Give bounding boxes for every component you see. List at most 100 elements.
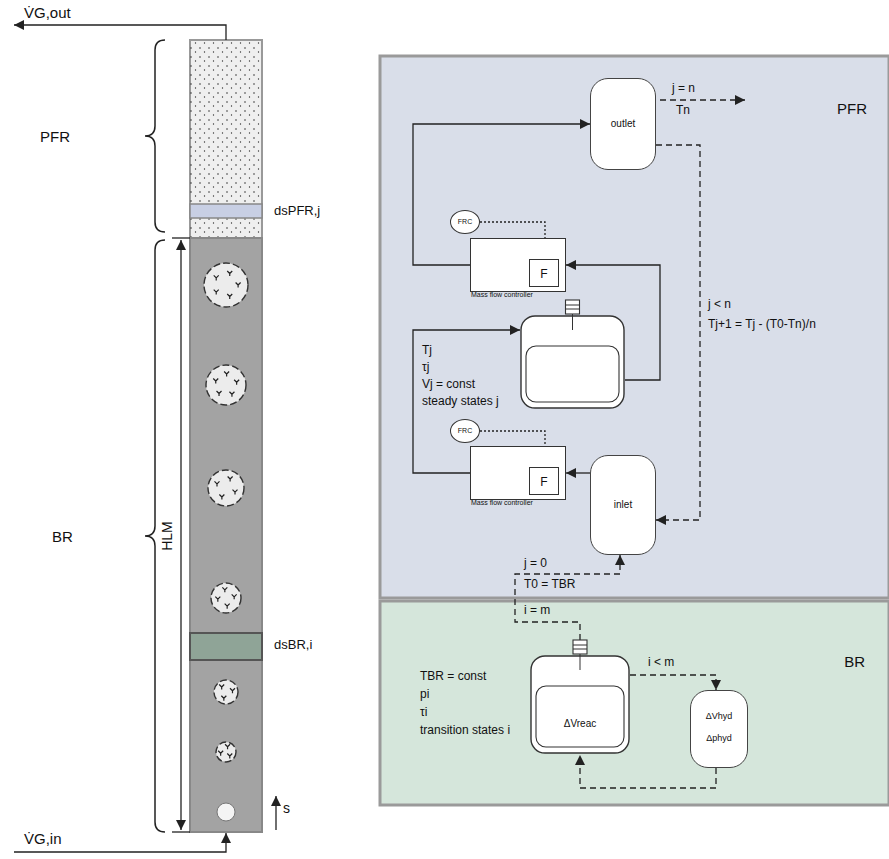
microorganism bbox=[213, 379, 218, 384]
annotation-label: Tj+1 = Tj - (T0-Tn)/n bbox=[708, 318, 816, 332]
pfr-slice bbox=[190, 204, 262, 218]
dimension-lines bbox=[14, 25, 745, 852]
coordinate-arrow bbox=[275, 796, 276, 830]
node-note: TBR = const bbox=[420, 670, 486, 684]
node-label: ΔVhyd bbox=[691, 711, 747, 721]
microorganism bbox=[233, 490, 238, 495]
microorganism bbox=[227, 294, 232, 299]
gas-bubble bbox=[206, 365, 246, 405]
microorganism bbox=[224, 372, 229, 377]
microorganism bbox=[229, 392, 234, 397]
gas-bubble bbox=[214, 680, 238, 704]
panel-title: PFR bbox=[837, 100, 867, 117]
connector bbox=[515, 555, 620, 640]
annotation-label: HLM bbox=[159, 521, 175, 551]
annotation-label: dsBR,i bbox=[274, 638, 312, 653]
microorganism bbox=[217, 391, 222, 396]
stirrer-motor bbox=[573, 640, 587, 654]
gas-bubble bbox=[217, 803, 235, 821]
br-slice bbox=[190, 633, 262, 660]
exit-arrow bbox=[650, 99, 745, 100]
circle-node: FRC bbox=[450, 210, 480, 234]
node-label: outlet bbox=[591, 118, 655, 130]
annotation-label: V̇G,in bbox=[24, 830, 62, 847]
connector bbox=[656, 145, 700, 520]
node-label: ΔVreac bbox=[530, 718, 630, 730]
gas-bubble bbox=[211, 583, 241, 613]
microorganism bbox=[222, 587, 227, 592]
annotation-label: s bbox=[283, 800, 290, 816]
microorganism bbox=[225, 744, 230, 749]
microorganism bbox=[214, 275, 219, 280]
bubbles bbox=[204, 263, 248, 821]
microorganism bbox=[219, 685, 224, 690]
gas-bubble bbox=[208, 470, 244, 506]
brackets bbox=[145, 40, 165, 832]
microorganism bbox=[227, 753, 232, 758]
node-label: F bbox=[529, 259, 559, 287]
panel-background bbox=[380, 601, 889, 805]
node-label: FRC bbox=[451, 218, 479, 226]
cooling-jacket bbox=[536, 686, 624, 747]
liquid-zone bbox=[190, 238, 262, 832]
height-tick bbox=[172, 237, 190, 238]
node-note: transition states i bbox=[420, 724, 510, 738]
panel-region: BRΔVreacTBR = constpiτitransition states… bbox=[380, 601, 889, 805]
stirrer-shaft bbox=[573, 645, 587, 670]
node-note: Mass flow controller bbox=[471, 499, 533, 507]
annotation-label: V̇G,out bbox=[24, 4, 71, 21]
node-note: Mass flow controller bbox=[471, 291, 533, 299]
node-note: pi bbox=[420, 688, 429, 702]
annotation-label: T0 = TBR bbox=[524, 578, 575, 592]
microorganism bbox=[232, 594, 237, 599]
gas-bubble bbox=[216, 742, 236, 762]
stirrer-shaft bbox=[566, 305, 580, 330]
annotation-label: BR bbox=[52, 528, 73, 545]
microorganism bbox=[227, 271, 232, 276]
capsule-node: inlet bbox=[590, 455, 656, 555]
node-note: steady states j bbox=[422, 395, 499, 409]
node-label: F bbox=[529, 467, 559, 495]
microorganism bbox=[218, 751, 223, 756]
vessel-body bbox=[531, 656, 629, 753]
connector-label: i < m bbox=[648, 656, 674, 670]
reactor-vessel bbox=[520, 300, 625, 410]
panel-background bbox=[380, 56, 889, 598]
microorganism bbox=[214, 481, 219, 486]
connector bbox=[480, 222, 545, 238]
annotation-label: dsPFR,j bbox=[274, 204, 320, 219]
mfc-node: FMass flow controller bbox=[470, 238, 566, 292]
height-arrow bbox=[180, 240, 181, 830]
connector-label: j < n bbox=[708, 298, 731, 312]
pfr-zone bbox=[190, 40, 262, 238]
microorganism bbox=[234, 380, 239, 385]
panel-title: BR bbox=[844, 653, 865, 670]
connector bbox=[566, 472, 590, 473]
node-label: Tj bbox=[422, 344, 432, 358]
mfc-node: FMass flow controller bbox=[470, 446, 566, 500]
gas-dots bbox=[190, 40, 262, 238]
node-note: Δphyd bbox=[691, 733, 747, 743]
stirrer-motor bbox=[566, 300, 580, 314]
node-label: inlet bbox=[591, 499, 655, 511]
bubble-column bbox=[190, 40, 262, 832]
connector-label: i = m bbox=[524, 604, 550, 618]
connector bbox=[480, 431, 545, 446]
annotation-label: j = 0 bbox=[524, 557, 547, 571]
gas-out-arrow bbox=[14, 25, 226, 40]
microorganism bbox=[214, 290, 219, 295]
microorganism bbox=[228, 476, 233, 481]
panel-backgrounds bbox=[380, 56, 889, 805]
annotation-label: Tn bbox=[676, 104, 690, 118]
annotation-label: j = n bbox=[672, 82, 695, 96]
connector bbox=[630, 675, 716, 690]
height-tick bbox=[172, 831, 190, 832]
circle-node: FRC bbox=[450, 419, 480, 443]
reactor-node: ΔVreacTBR = constpiτitransition states i bbox=[530, 640, 630, 755]
node-label: FRC bbox=[451, 427, 479, 435]
node-note: Vj = const bbox=[422, 378, 475, 392]
gas-bubble bbox=[204, 263, 248, 307]
microorganism bbox=[225, 604, 230, 609]
node-note: τi bbox=[420, 706, 427, 720]
